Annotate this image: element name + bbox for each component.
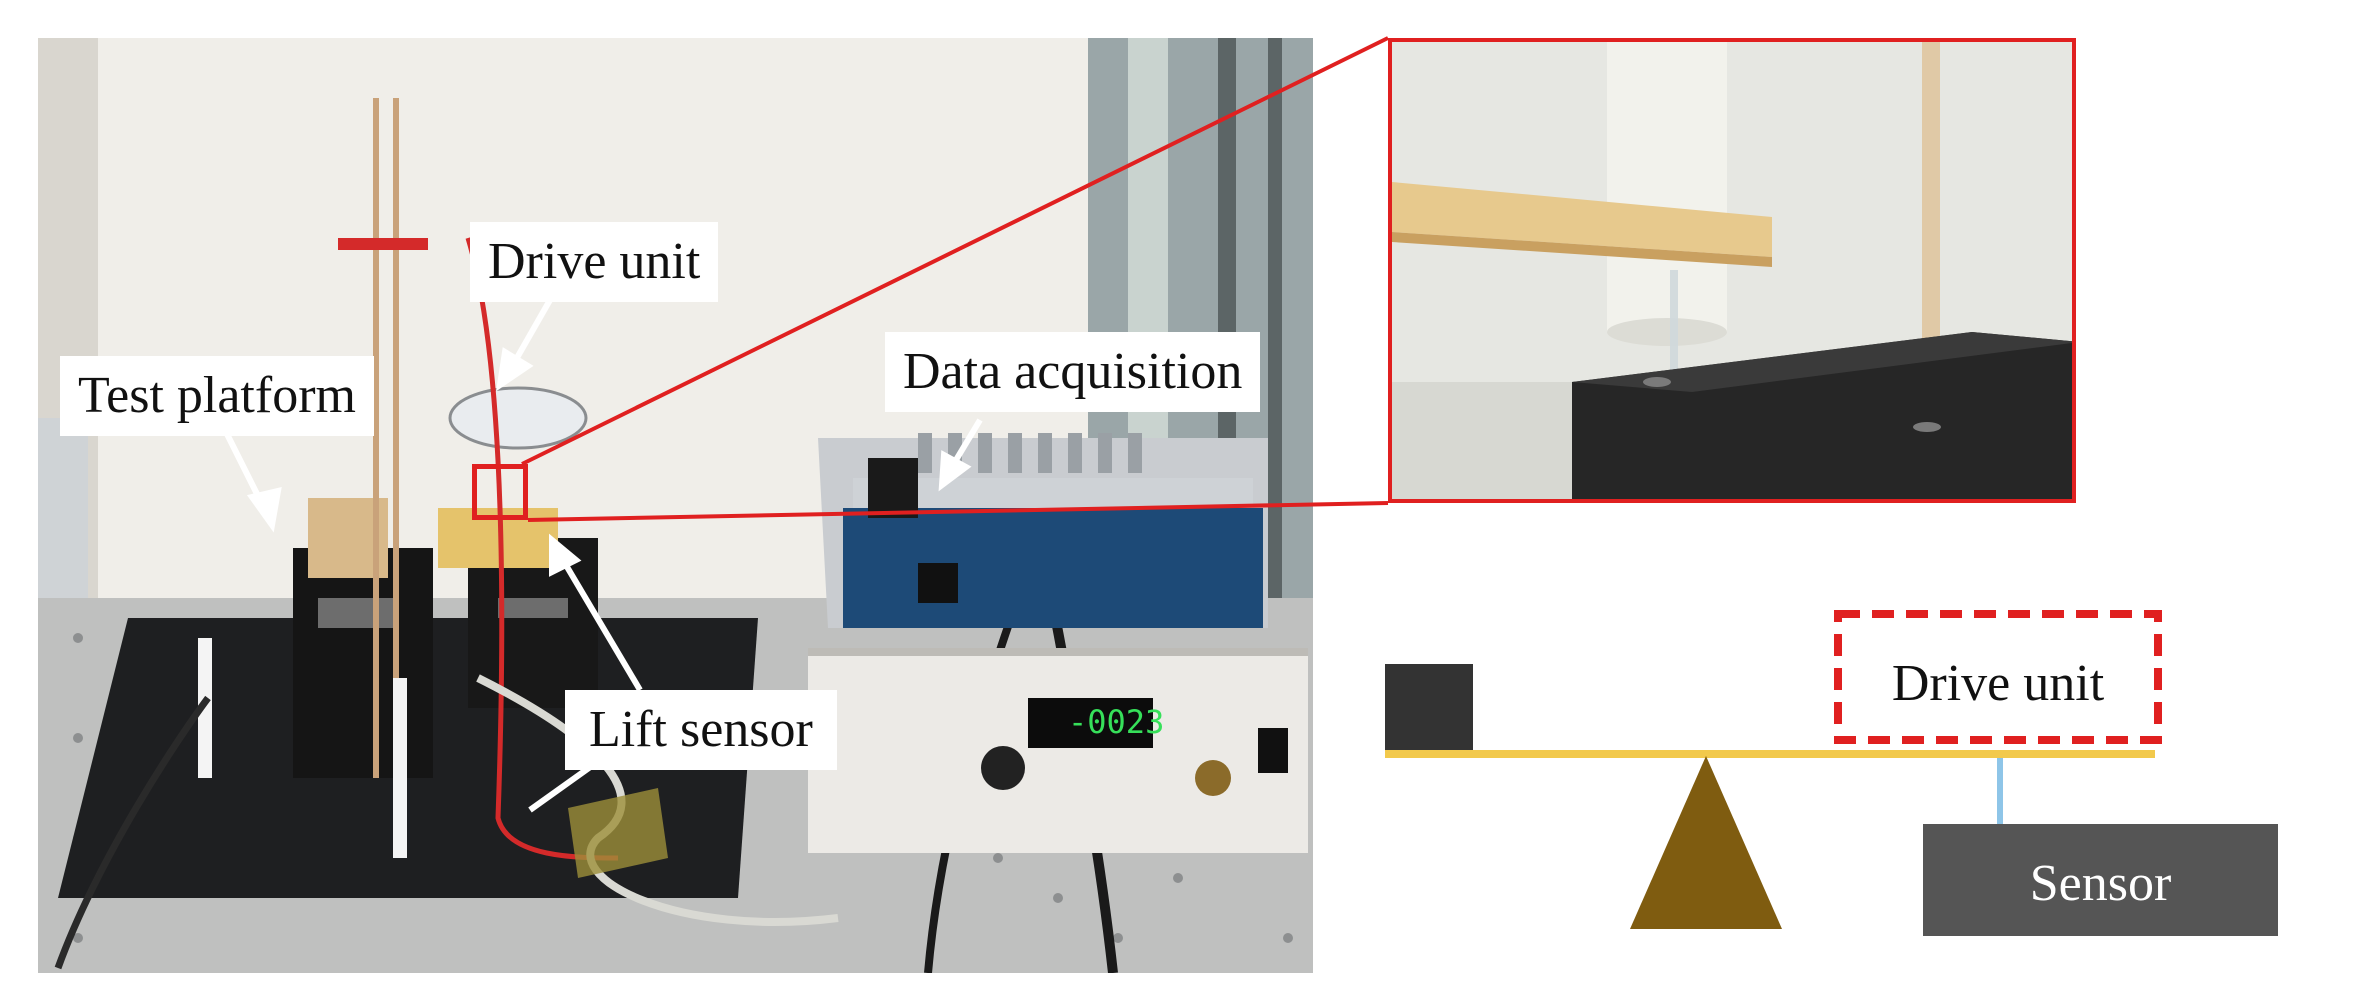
schematic-sensor-label: Sensor — [2029, 855, 2172, 912]
drive-unit-closeup-inset — [1388, 38, 2076, 503]
drive-unit-highlight-box — [472, 464, 528, 520]
experimental-setup-photo: -0023 — [38, 38, 1313, 973]
label-drive-unit: Drive unit — [470, 222, 719, 302]
counterweight-block — [1385, 664, 1473, 752]
schematic-drive-unit-label: Drive unit — [1891, 655, 2105, 712]
label-lift-sensor: Lift sensor — [565, 690, 837, 770]
lever-beam — [1385, 750, 2155, 758]
sensor-block — [1923, 824, 2278, 936]
lever-schematic — [1385, 610, 2278, 936]
drive-unit-dashed-box — [1834, 610, 2162, 744]
label-data-acquisition: Data acquisition — [885, 332, 1261, 412]
fulcrum-triangle — [1630, 756, 1782, 929]
label-test-platform: Test platform — [60, 356, 374, 436]
setup-illustration: -0023 — [38, 38, 1313, 973]
closeup-illustration — [1392, 42, 2072, 499]
sensor-connector-rod — [1997, 758, 2003, 844]
transducer-display-reading: -0023 — [1068, 703, 1164, 741]
